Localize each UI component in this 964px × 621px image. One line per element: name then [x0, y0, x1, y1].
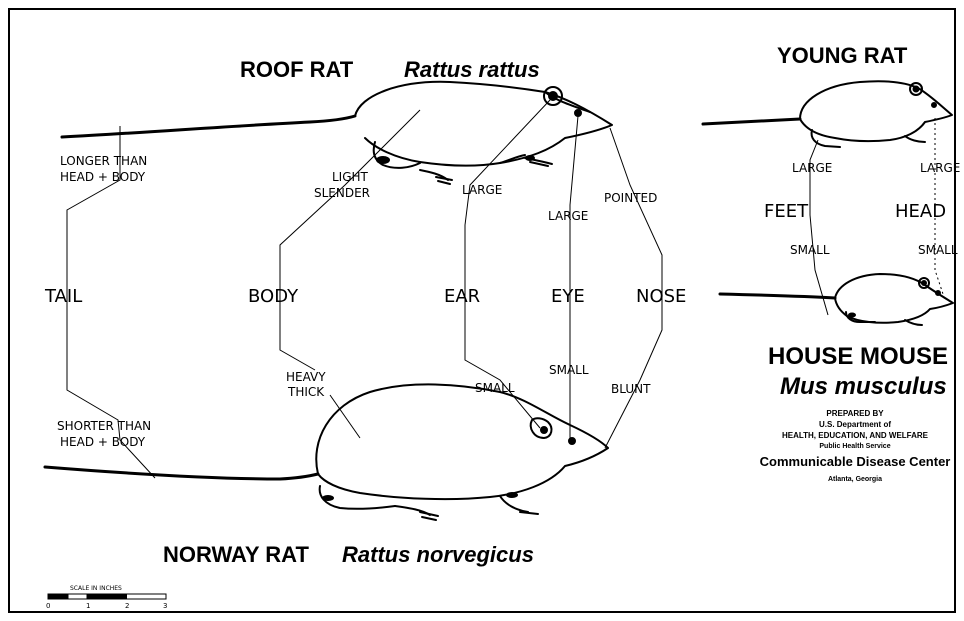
body-roof-line1: LIGHT	[332, 170, 369, 184]
trait-body: BODY	[248, 286, 299, 307]
young-rat-illustration	[703, 81, 952, 147]
tail-norway-line2: HEAD + BODY	[60, 435, 146, 449]
roof-rat-illustration	[62, 82, 612, 184]
house-mouse-illustration	[720, 274, 953, 325]
credit-department: U.S. Department of	[819, 420, 891, 429]
feet-rat: LARGE	[792, 161, 832, 175]
feet-mouse: SMALL	[790, 243, 830, 257]
trait-tail: TAIL	[44, 286, 82, 307]
young-rat-title: YOUNG RAT	[777, 43, 908, 68]
scale-tick-0: 0	[46, 602, 50, 610]
credit-location: Atlanta, Georgia	[828, 476, 882, 483]
eye-roof: LARGE	[548, 209, 588, 223]
body-roof-line2: SLENDER	[314, 186, 370, 200]
eye-norway: SMALL	[549, 363, 589, 377]
trait-nose: NOSE	[636, 286, 686, 307]
trait-eye: EYE	[551, 286, 585, 307]
scale-label: SCALE IN INCHES	[70, 585, 122, 592]
nose-norway: BLUNT	[611, 382, 651, 396]
credit-prepared-by: PREPARED BY	[826, 409, 884, 418]
credit-phs: Public Health Service	[819, 443, 890, 450]
scale-tick-1: 1	[86, 602, 90, 610]
credit-hew: HEALTH, EDUCATION, AND WELFARE	[782, 431, 929, 440]
house-mouse-scientific-name: Mus musculus	[780, 373, 947, 400]
nose-roof: POINTED	[604, 191, 657, 205]
tail-roof-line1: LONGER THAN	[60, 154, 147, 168]
scale-tick-2: 2	[125, 602, 129, 610]
norway-rat-common-name: NORWAY RAT	[163, 542, 309, 567]
tail-norway-line1: SHORTER THAN	[57, 419, 151, 433]
house-mouse-common-name: HOUSE MOUSE	[768, 343, 948, 370]
trait-connector-lines	[67, 100, 945, 478]
head-mouse: SMALL	[918, 243, 958, 257]
roof-rat-common-name: ROOF RAT	[240, 57, 354, 82]
credit-cdc: Communicable Disease Center	[760, 454, 951, 469]
house-mouse-feet-shading	[848, 313, 856, 318]
head-rat: LARGE	[920, 161, 960, 175]
trait-ear: EAR	[444, 286, 480, 307]
trait-feet: FEET	[764, 201, 809, 222]
scale-bar	[48, 594, 166, 599]
norway-rat-scientific-name: Rattus norvegicus	[342, 542, 534, 567]
body-norway-line1: HEAVY	[286, 370, 326, 384]
ear-norway: SMALL	[475, 381, 515, 395]
trait-head: HEAD	[895, 201, 946, 222]
scale-tick-3: 3	[163, 602, 167, 610]
roof-rat-scientific-name: Rattus rattus	[404, 57, 540, 82]
tail-roof-line2: HEAD + BODY	[60, 170, 146, 184]
ear-roof: LARGE	[462, 183, 502, 197]
body-norway-line2: THICK	[287, 385, 325, 399]
